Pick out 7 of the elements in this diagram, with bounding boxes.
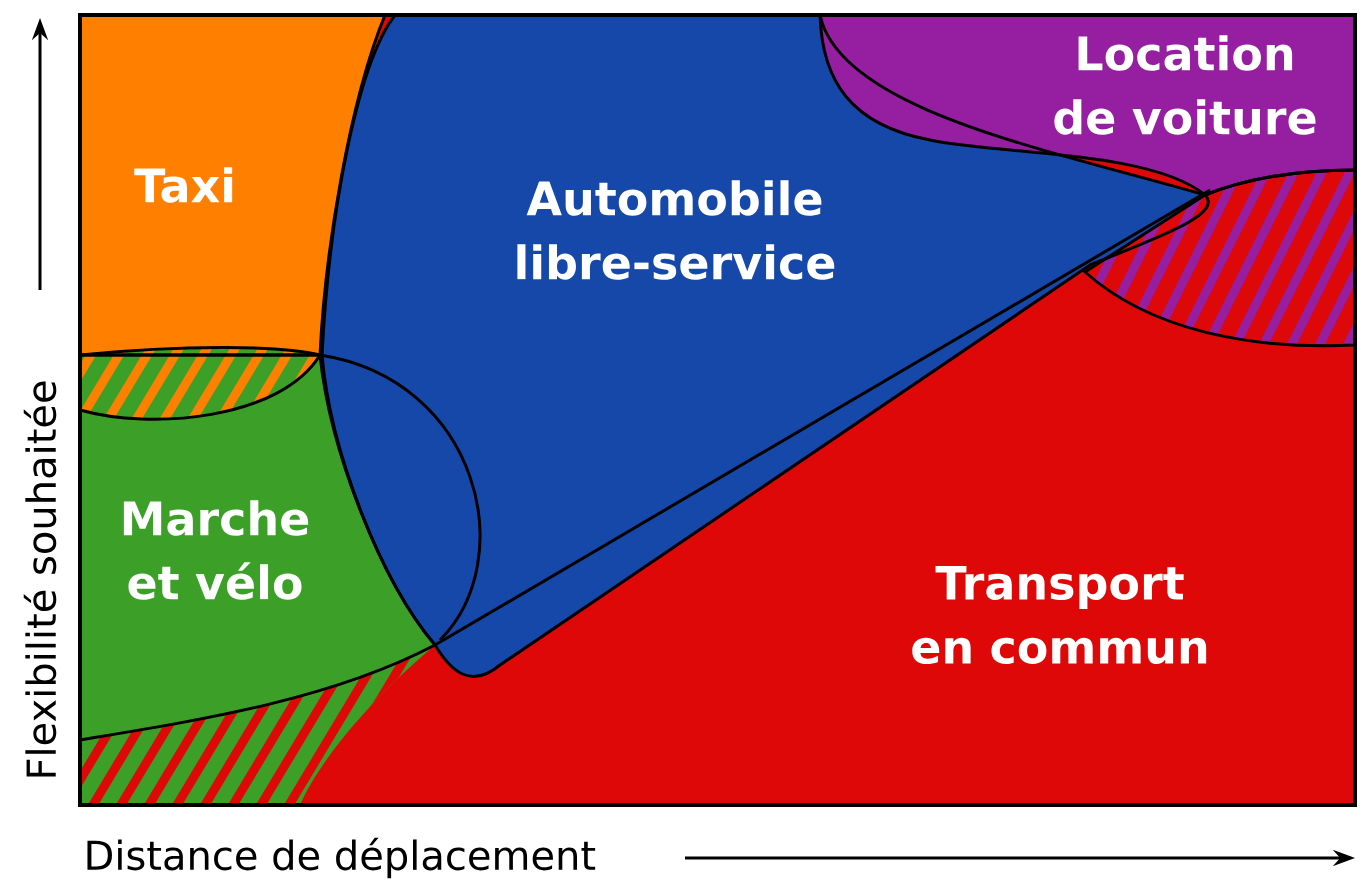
region-label: Marche et vélo: [123, 500, 309, 600]
region-label: Taxi: [134, 167, 233, 203]
region-label: Transport en commun: [912, 565, 1207, 665]
region-label: Automobile libre-service: [517, 180, 835, 280]
axis-label: Flexibilité souhaitée: [23, 381, 57, 777]
region-label: Location de voiture: [1054, 35, 1316, 135]
axis-label: Distance de déplacement: [87, 837, 596, 879]
